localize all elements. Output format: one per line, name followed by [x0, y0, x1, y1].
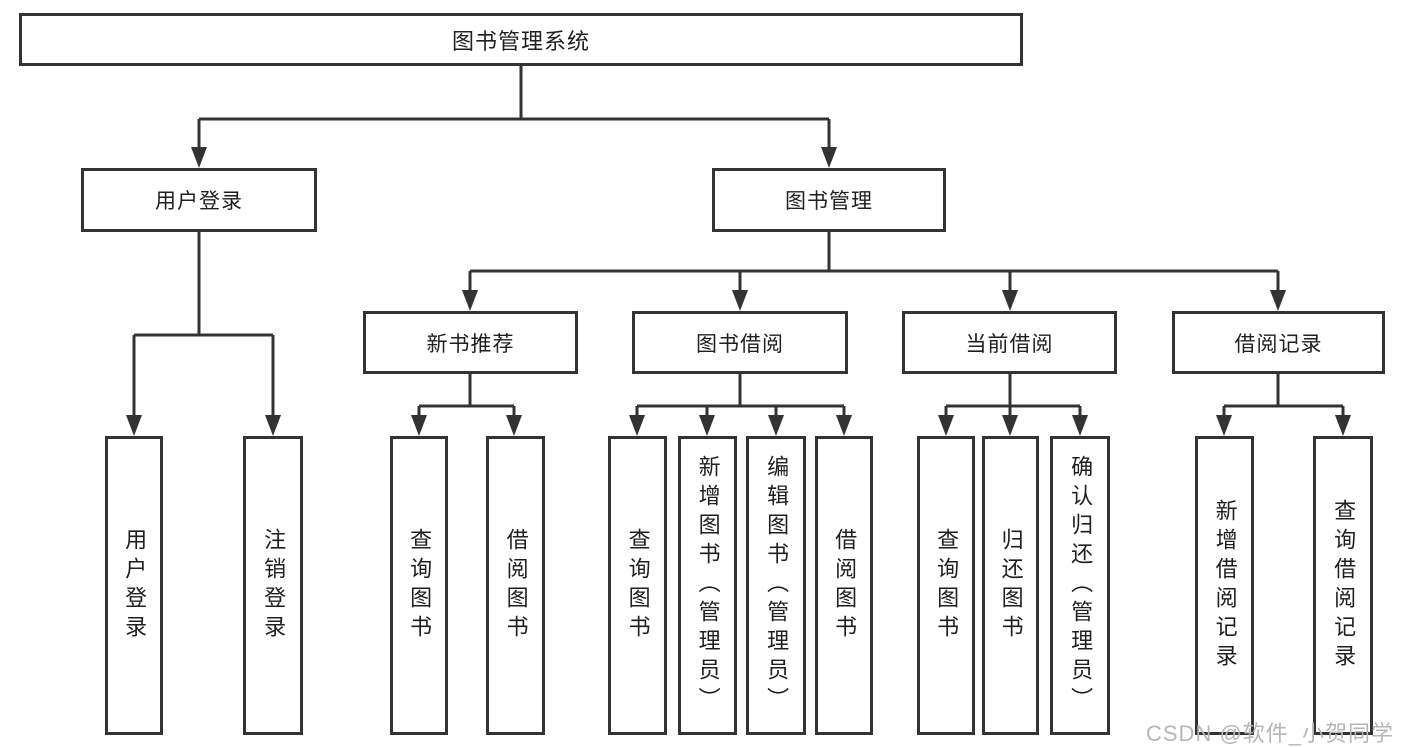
leaf-query-books-borrow-label: 查询图书	[625, 527, 651, 644]
leaf-query-books-recommend: 查询图书	[390, 436, 448, 735]
leaf-add-book-admin: 新增图书（管理员）	[678, 436, 737, 735]
node-current-borrow-label: 当前借阅	[965, 332, 1054, 356]
node-user-login-label: 用户登录	[155, 190, 243, 213]
leaf-confirm-return-admin-label: 确认归还（管理员）	[1068, 455, 1094, 716]
leaf-add-borrow-record-label: 新增借阅记录	[1212, 498, 1238, 673]
leaf-borrow-books-label: 借阅图书	[832, 527, 858, 644]
leaf-return-books: 归还图书	[982, 436, 1039, 735]
leaf-borrow-books-recommend-label: 借阅图书	[503, 527, 529, 644]
node-new-book-recommend-label: 新书推荐	[426, 332, 515, 356]
node-book-borrow-label: 图书借阅	[696, 332, 784, 356]
leaf-borrow-books-recommend: 借阅图书	[486, 436, 545, 735]
leaf-query-borrow-record: 查询借阅记录	[1313, 436, 1373, 735]
leaf-add-borrow-record: 新增借阅记录	[1195, 436, 1254, 735]
leaf-logout-label: 注销登录	[261, 527, 287, 644]
leaf-edit-book-admin: 编辑图书（管理员）	[746, 436, 806, 735]
leaf-borrow-books: 借阅图书	[815, 436, 873, 735]
node-book-management-label: 图书管理	[785, 190, 873, 213]
leaf-query-books-current: 查询图书	[917, 436, 975, 735]
node-new-book-recommend: 新书推荐	[363, 311, 578, 374]
node-book-management: 图书管理	[712, 168, 946, 232]
leaf-query-books-current-label: 查询图书	[934, 527, 960, 644]
node-book-borrow: 图书借阅	[632, 311, 848, 374]
node-root: 图书管理系统	[19, 13, 1023, 66]
node-root-label: 图书管理系统	[451, 28, 590, 54]
leaf-confirm-return-admin: 确认归还（管理员）	[1050, 436, 1110, 735]
leaf-return-books-label: 归还图书	[998, 527, 1024, 644]
leaf-edit-book-admin-label: 编辑图书（管理员）	[764, 455, 790, 716]
node-borrow-records: 借阅记录	[1172, 311, 1385, 374]
node-current-borrow: 当前借阅	[902, 311, 1117, 374]
leaf-user-login-label: 用户登录	[122, 527, 148, 644]
leaf-add-book-admin-label: 新增图书（管理员）	[695, 455, 721, 716]
leaf-query-borrow-record-label: 查询借阅记录	[1331, 498, 1357, 673]
leaf-user-login: 用户登录	[105, 436, 163, 735]
node-user-login: 用户登录	[81, 168, 317, 232]
watermark: CSDN @软件_小贺同学	[1146, 721, 1395, 746]
node-borrow-records-label: 借阅记录	[1234, 332, 1323, 356]
leaf-query-books-recommend-label: 查询图书	[407, 527, 433, 644]
leaf-query-books-borrow: 查询图书	[608, 436, 667, 735]
leaf-logout: 注销登录	[243, 436, 303, 735]
